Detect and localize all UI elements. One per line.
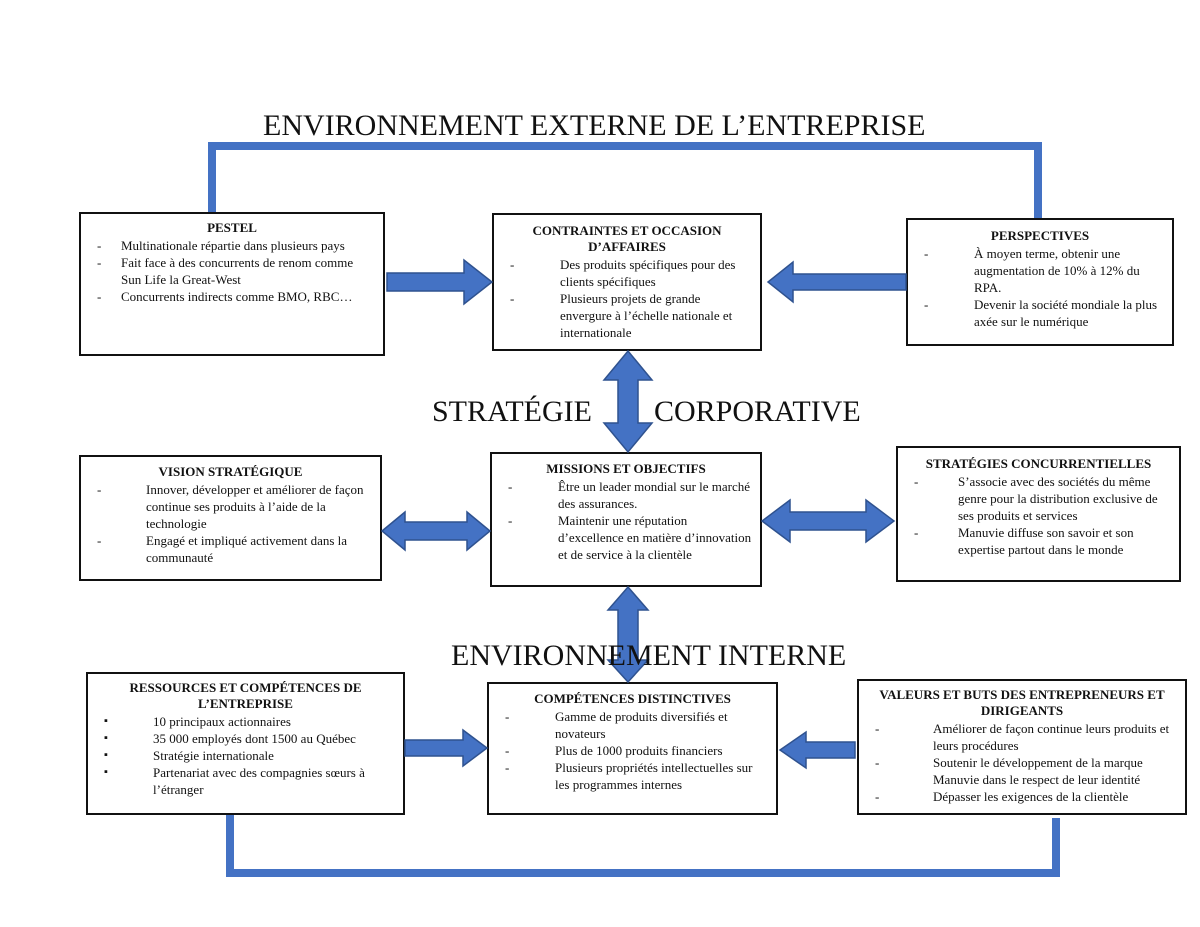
vision-box: VISION STRATÉGIQUE Innover, développer e… [79,455,382,581]
missions-list: Être un leader mondial sur le marché des… [500,478,752,563]
list-item: Plus de 1000 produits financiers [497,742,768,759]
strategies-list: S’associe avec des sociétés du même genr… [906,473,1171,558]
ressources-title: RESSOURCES ET COMPÉTENCES DE L’ENTREPRIS… [129,680,362,711]
valeurs-title: VALEURS ET BUTS DES ENTREPRENEURS ET DIR… [879,687,1165,718]
strategies-title: STRATÉGIES CONCURRENTIELLES [925,456,1152,471]
list-item: Fait face à des concurrents de renom com… [89,254,375,288]
arrow-contraintes-missions [602,349,654,454]
ressources-list: 10 principaux actionnaires 35 000 employ… [96,713,395,798]
list-item: Concurrents indirects comme BMO, RBC… [89,288,375,305]
list-item: Devenir la société mondiale la plus axée… [916,296,1164,330]
perspectives-box: PERSPECTIVES À moyen terme, obtenir une … [906,218,1174,346]
external-frame-line [208,142,1042,218]
contraintes-title: CONTRAINTES ET OCCASION D’AFFAIRES [532,223,722,254]
arrow-valeurs-to-competences [778,730,856,770]
ressources-box: RESSOURCES ET COMPÉTENCES DE L’ENTREPRIS… [86,672,405,815]
list-item: Plusieurs propriétés intellectuelles sur… [497,759,768,793]
pestel-list: Multinationale répartie dans plusieurs p… [89,237,375,305]
strategy-heading-right: CORPORATIVE [654,395,861,428]
pestel-title: PESTEL [207,220,257,235]
competences-list: Gamme de produits diversifiés et novateu… [497,708,768,793]
list-item: Engagé et impliqué activement dans la co… [89,532,372,566]
contraintes-list: Des produits spécifiques pour des client… [502,256,752,341]
list-item: 10 principaux actionnaires [96,713,395,730]
vision-title: VISION STRATÉGIQUE [158,464,303,479]
list-item: Stratégie internationale [96,747,395,764]
strategy-heading-left: STRATÉGIE [432,395,592,428]
valeurs-box: VALEURS ET BUTS DES ENTREPRENEURS ET DIR… [857,679,1187,815]
list-item: Partenariat avec des compagnies sœurs à … [96,764,395,798]
valeurs-list: Améliorer de façon continue leurs produi… [867,720,1177,805]
list-item: Être un leader mondial sur le marché des… [500,478,752,512]
perspectives-title: PERSPECTIVES [990,228,1090,243]
pestel-box: PESTEL Multinationale répartie dans plus… [79,212,385,356]
arrow-missions-strategies [760,498,896,544]
list-item: Soutenir le développement de la marque M… [867,754,1177,788]
arrow-pestel-to-contraintes [386,258,494,306]
list-item: 35 000 employés dont 1500 au Québec [96,730,395,747]
missions-title: MISSIONS ET OBJECTIFS [546,461,706,476]
list-item: S’associe avec des sociétés du même genr… [906,473,1171,524]
list-item: Des produits spécifiques pour des client… [502,256,752,290]
internal-environment-heading: ENVIRONNEMENT INTERNE [451,639,847,672]
list-item: Plusieurs projets de grande envergure à … [502,290,752,341]
arrow-vision-missions [380,510,492,552]
list-item: Innover, développer et améliorer de faço… [89,481,372,532]
internal-frame-line [226,815,1060,877]
arrow-missions-competences [606,585,650,684]
list-item: Manuvie diffuse son savoir et son expert… [906,524,1171,558]
perspectives-list: À moyen terme, obtenir une augmentation … [916,245,1164,330]
list-item: Améliorer de façon continue leurs produi… [867,720,1177,754]
external-environment-heading: ENVIRONNEMENT EXTERNE DE L’ENTREPRISE [263,109,926,142]
list-item: Maintenir une réputation d’excellence en… [500,512,752,563]
contraintes-box: CONTRAINTES ET OCCASION D’AFFAIRES Des p… [492,213,762,351]
strategies-box: STRATÉGIES CONCURRENTIELLES S’associe av… [896,446,1181,582]
list-item: Dépasser les exigences de la clientèle [867,788,1177,805]
list-item: Multinationale répartie dans plusieurs p… [89,237,375,254]
arrow-perspectives-to-contraintes [766,260,907,304]
competences-title: COMPÉTENCES DISTINCTIVES [534,691,731,706]
list-item: Gamme de produits diversifiés et novateu… [497,708,768,742]
vision-list: Innover, développer et améliorer de faço… [89,481,372,566]
missions-box: MISSIONS ET OBJECTIFS Être un leader mon… [490,452,762,587]
competences-box: COMPÉTENCES DISTINCTIVES Gamme de produi… [487,682,778,815]
list-item: À moyen terme, obtenir une augmentation … [916,245,1164,296]
arrow-ressources-to-competences [404,728,489,768]
